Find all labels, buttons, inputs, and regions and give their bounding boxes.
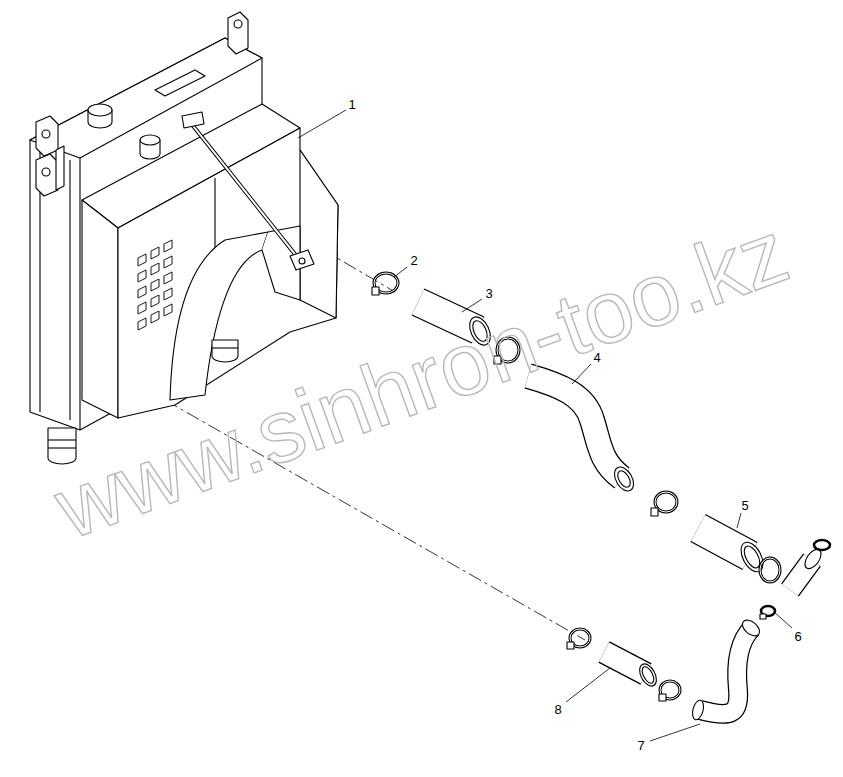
callout-number: 2 — [408, 253, 419, 268]
callout-number: 5 — [739, 498, 750, 513]
callout-number: 1 — [346, 97, 357, 112]
callout-number: 7 — [635, 738, 646, 753]
callout-number: 6 — [792, 629, 803, 644]
callout-number: 8 — [552, 702, 563, 717]
callout-number: 3 — [483, 286, 494, 301]
